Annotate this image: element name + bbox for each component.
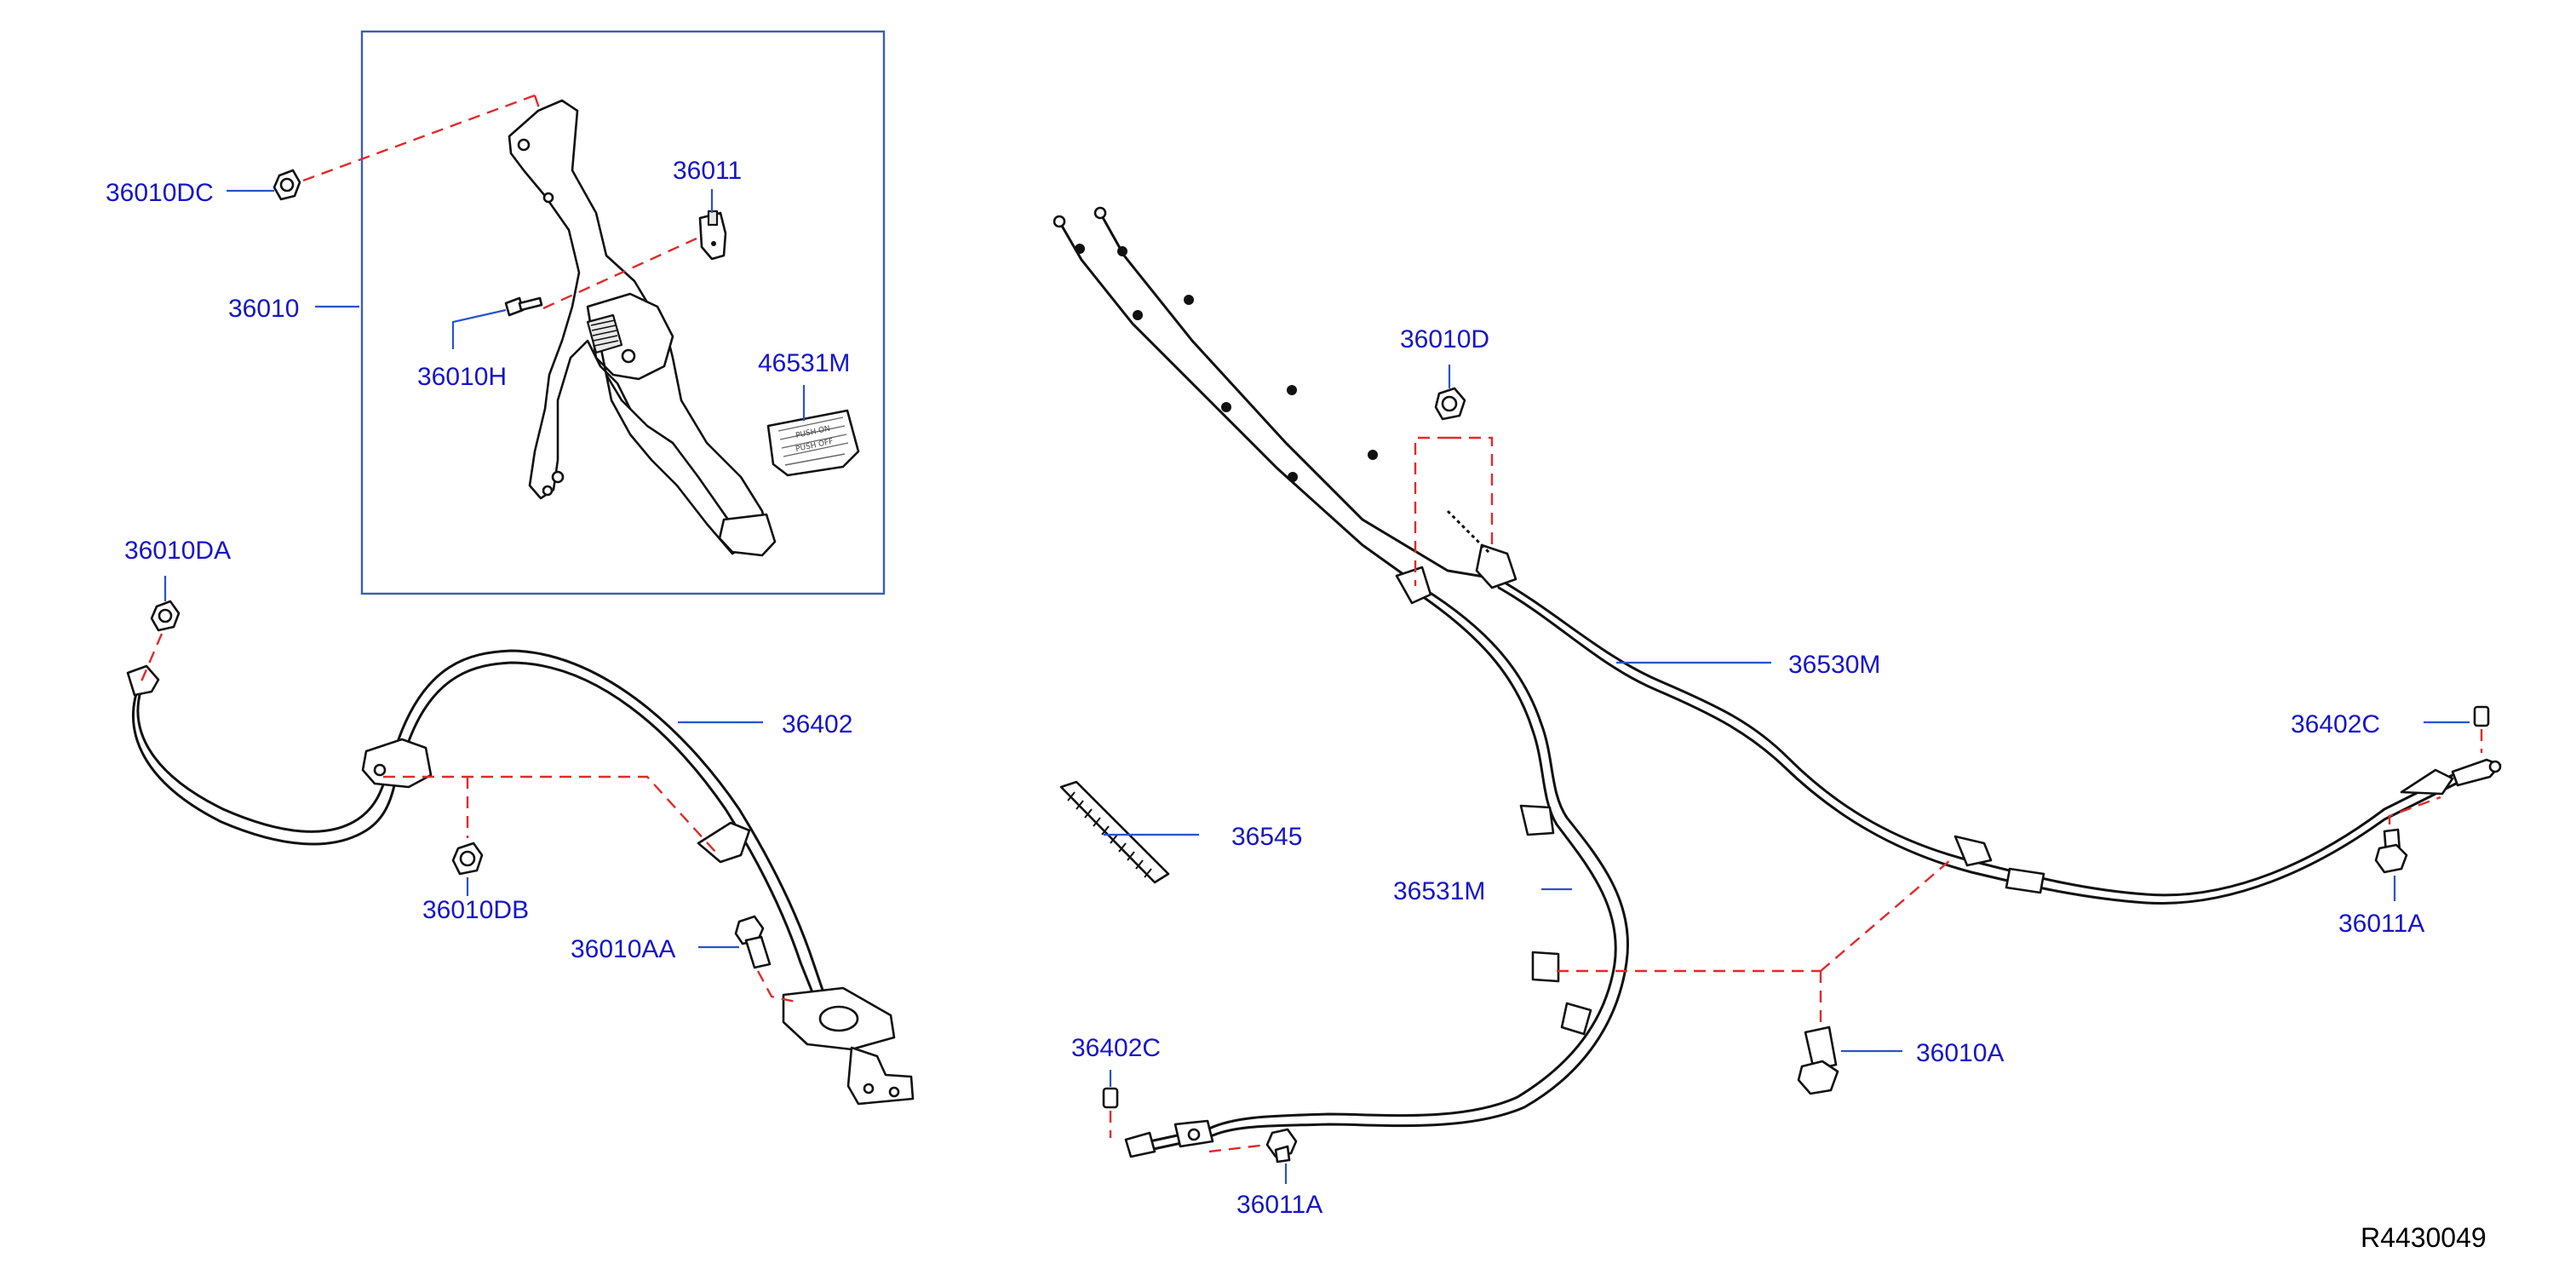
pedal-clip-part xyxy=(698,210,727,261)
label-36010aa: 36010AA xyxy=(571,935,675,963)
leader-lines xyxy=(164,189,2470,1184)
label-36010h: 36010H xyxy=(417,363,507,391)
nut-36010d xyxy=(1434,387,1466,421)
front-cable-36402 xyxy=(126,649,915,1106)
nut-36010da xyxy=(150,600,181,632)
label-36010: 36010 xyxy=(228,295,299,323)
label-36010db: 36010DB xyxy=(422,896,529,924)
label-36011: 36011 xyxy=(673,157,742,185)
cap-36402c-right xyxy=(2473,705,2490,727)
label-46531m: 46531M xyxy=(758,349,850,377)
pedal-assembly-box xyxy=(360,30,886,595)
part-labels: 36010DC 36010 36011 36010H 46531M 36010D… xyxy=(106,157,2424,1219)
rear-cable-36530m xyxy=(1093,206,2502,905)
label-36010da: 36010DA xyxy=(124,537,231,565)
pedal-pad-46531m: PUSH ON PUSH OFF xyxy=(766,409,860,477)
bolt-36010aa xyxy=(734,915,772,969)
label-36010dc: 36010DC xyxy=(106,179,214,207)
rear-cable-36531m xyxy=(1053,215,1629,1158)
label-36530m: 36530M xyxy=(1788,651,1880,679)
label-36545: 36545 xyxy=(1231,823,1302,851)
bolt-36011a-right xyxy=(2374,828,2408,874)
bolt-36010a xyxy=(1797,1026,1839,1095)
label-36011a-left: 36011A xyxy=(1236,1191,1322,1219)
bolt-36010h xyxy=(504,296,543,317)
label-36402: 36402 xyxy=(782,710,852,738)
label-36010d: 36010D xyxy=(1400,325,1489,353)
parking-brake-pedal-assembly xyxy=(508,99,777,557)
nut-36010db xyxy=(451,842,484,876)
label-36010a: 36010A xyxy=(1916,1039,2004,1067)
spring-36545 xyxy=(1059,780,1170,884)
label-36531m: 36531M xyxy=(1393,877,1485,905)
assembly-reference-lines xyxy=(140,94,2483,1153)
nut-36010dc xyxy=(273,169,301,201)
cap-36402c-left xyxy=(1102,1087,1119,1109)
label-36402c-left: 36402C xyxy=(1071,1034,1161,1062)
label-36011a-right: 36011A xyxy=(2338,910,2424,938)
label-36402c-right: 36402C xyxy=(2291,710,2380,738)
diagram-code: R4430049 xyxy=(2361,1222,2487,1253)
bolt-36011a-left xyxy=(1265,1128,1298,1163)
